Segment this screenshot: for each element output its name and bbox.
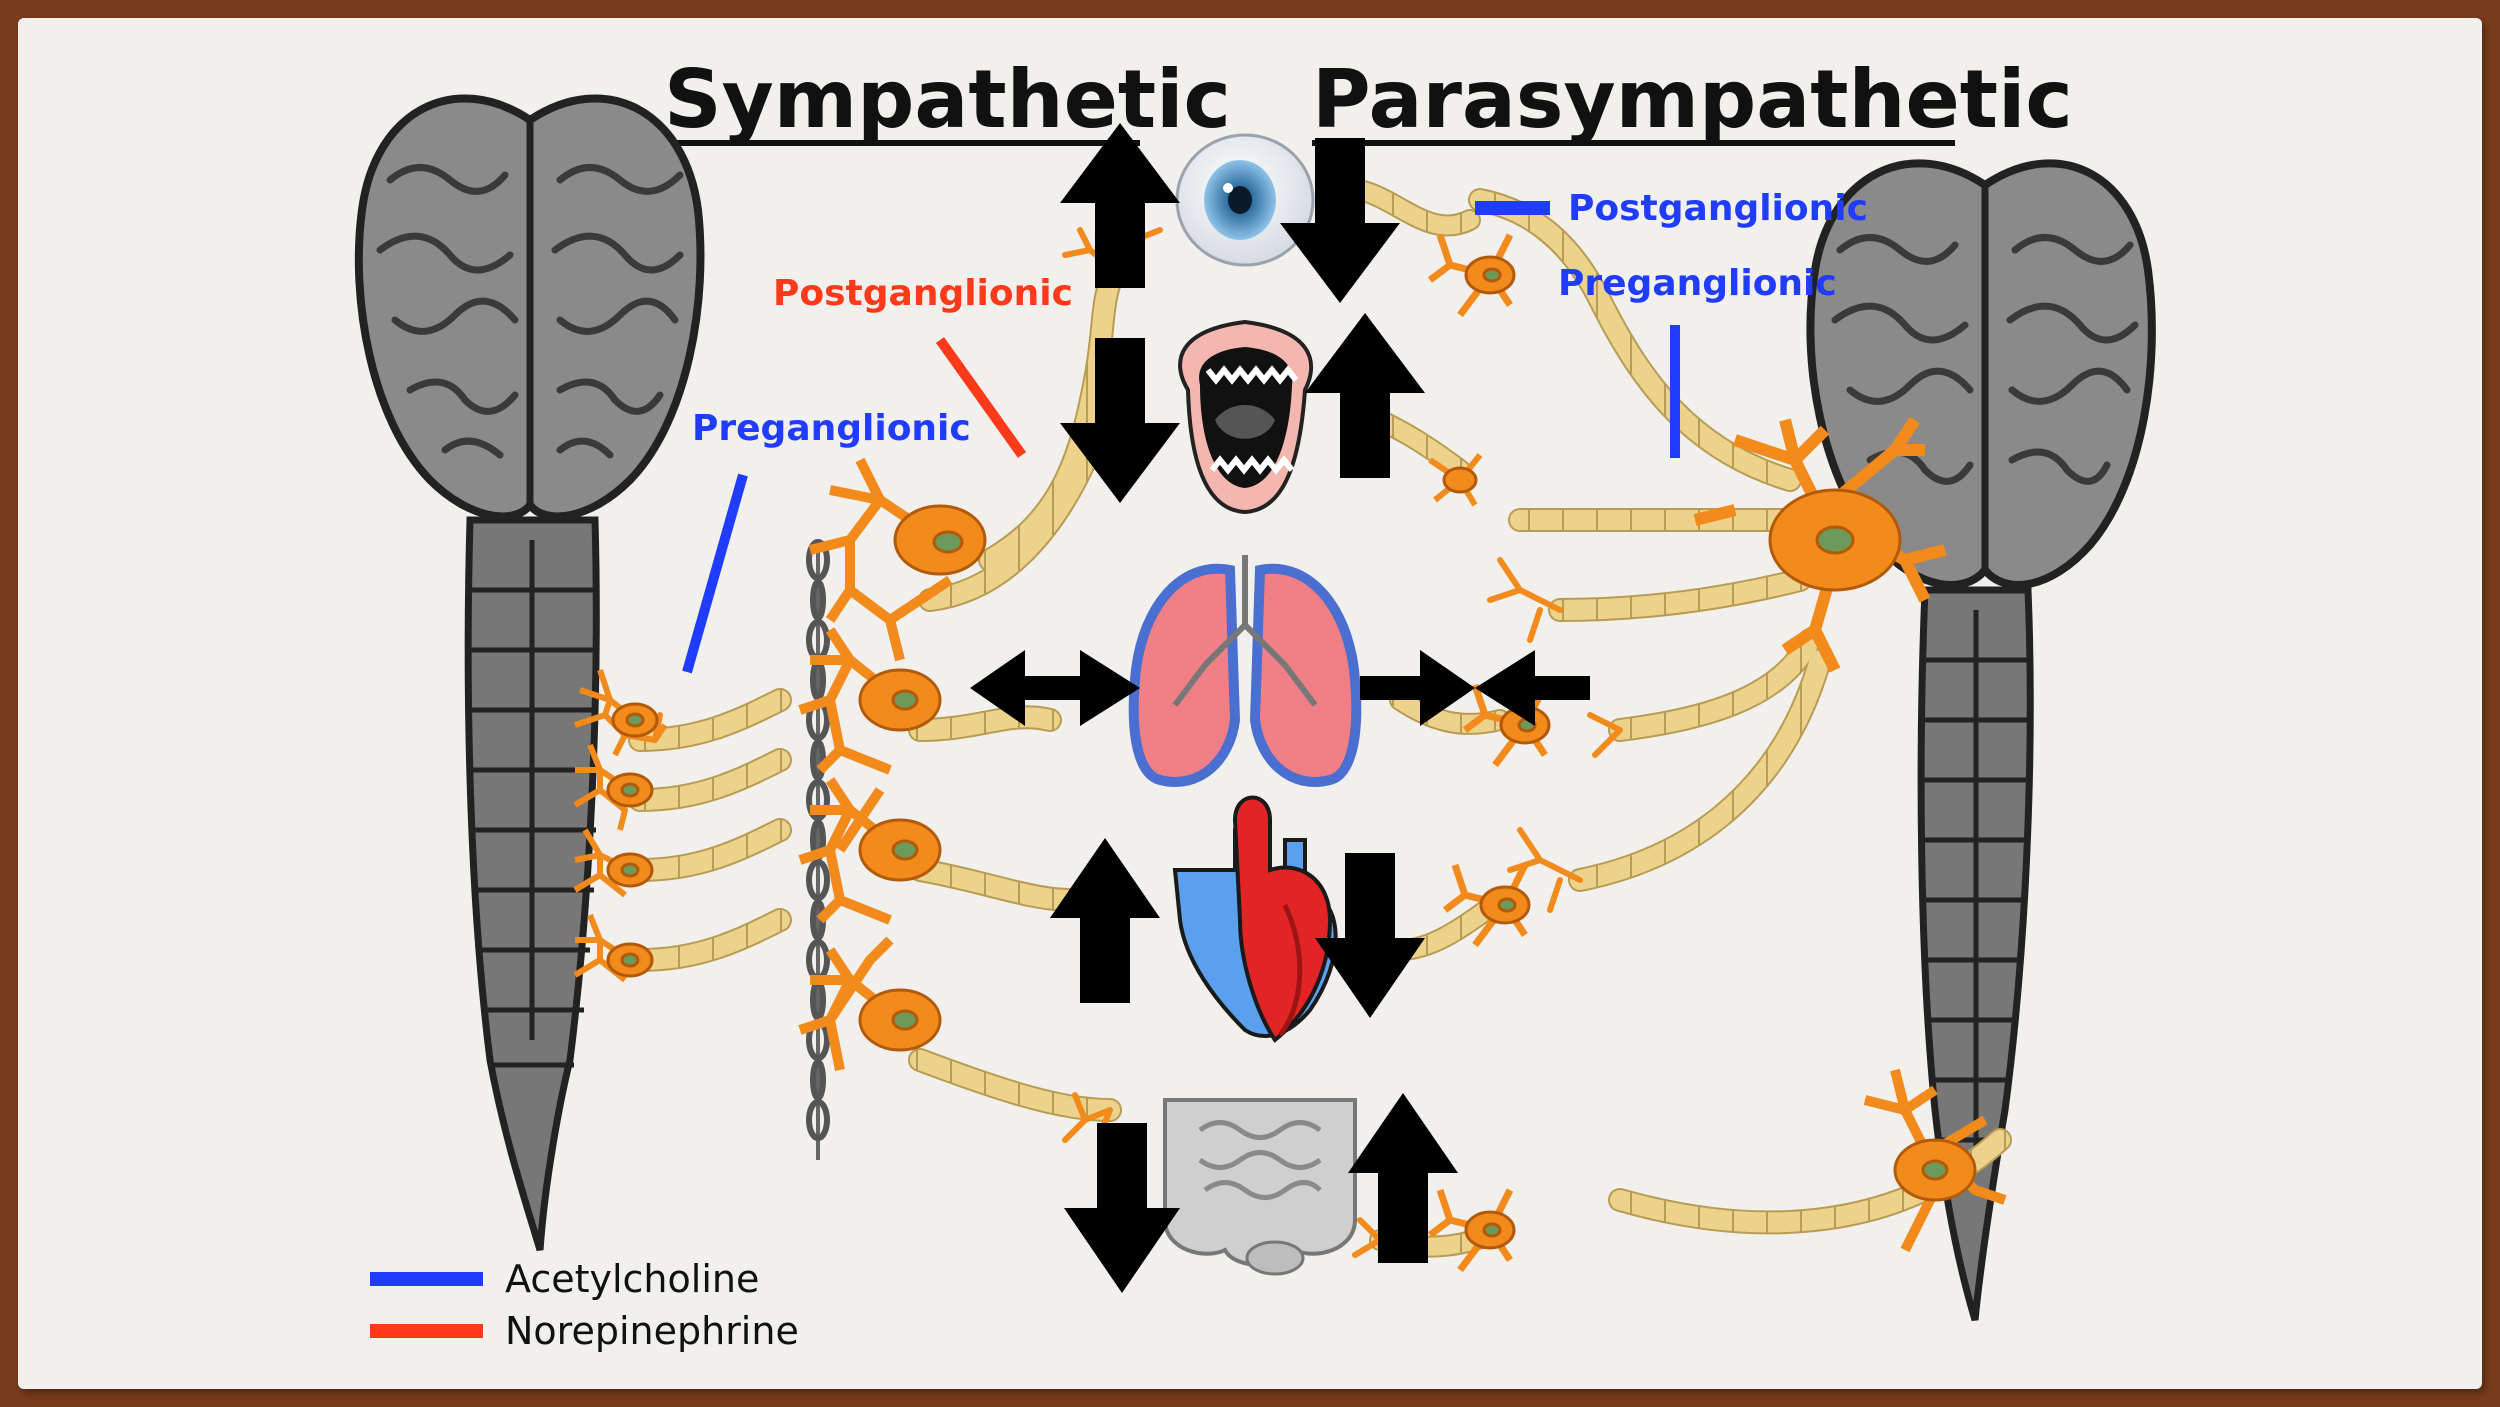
title-parasympathetic: Parasympathetic bbox=[1312, 53, 2073, 146]
neuron-para-ganglion-gut bbox=[1427, 1188, 1516, 1273]
para-heart-arrow-down bbox=[1315, 853, 1425, 1018]
neuron-symp-pre-1 bbox=[574, 669, 668, 757]
para-preganglionic-label: Preganglionic bbox=[1558, 263, 1837, 304]
symp-preganglionic-indicator-line bbox=[682, 473, 748, 674]
neuron-symp-pre-3 bbox=[573, 828, 654, 898]
symp-postganglionic-indicator-line bbox=[935, 337, 1027, 458]
para-lungs-arrow-inward bbox=[1360, 650, 1590, 726]
neuron-symp-pre-4 bbox=[573, 913, 654, 983]
right-brain-icon bbox=[1806, 159, 2156, 589]
symp-gut-arrow-down bbox=[1064, 1123, 1180, 1293]
symp-lungs-arrow-outward bbox=[970, 650, 1140, 726]
neuron-para-ganglion-eye bbox=[1427, 233, 1516, 318]
symp-heart-arrow-up bbox=[1050, 838, 1160, 1003]
para-eye-arrow-down bbox=[1280, 138, 1400, 303]
symp-preganglionic-label: Preganglionic bbox=[692, 408, 971, 449]
legend-norepinephrine-label: Norepinephrine bbox=[505, 1309, 799, 1353]
symp-eye-arrow-up bbox=[1060, 123, 1180, 288]
intestines-icon bbox=[1163, 1098, 1357, 1276]
neuron-para-ganglion-mouth bbox=[1428, 453, 1483, 507]
effect-arrows bbox=[970, 123, 1590, 1293]
symp-postganglionic-label: Postganglionic bbox=[773, 273, 1073, 314]
neuron-para-sacral bbox=[1863, 1068, 2007, 1253]
title-sympathetic: Sympathetic bbox=[664, 53, 1231, 146]
para-mouth-arrow-up bbox=[1305, 313, 1425, 478]
neuron-symp-ganglion-1 bbox=[808, 457, 987, 662]
heart-icon bbox=[1172, 795, 1338, 1043]
legend: Acetylcholine Norepinephrine bbox=[370, 1257, 799, 1353]
eye-icon bbox=[1175, 133, 1315, 267]
mouth-icon bbox=[1178, 319, 1314, 515]
neuron-symp-pre-2 bbox=[573, 743, 654, 831]
neuron-symp-ganglion-3 bbox=[798, 777, 942, 925]
neuron-symp-ganglion-2 bbox=[798, 627, 942, 775]
left-brain-icon bbox=[354, 94, 705, 521]
para-postganglionic-label: Postganglionic bbox=[1568, 188, 1868, 229]
neurons bbox=[573, 212, 2007, 1273]
neuron-para-cranial bbox=[1693, 416, 1947, 673]
axon-fibers bbox=[628, 179, 2012, 1258]
legend-acetylcholine-label: Acetylcholine bbox=[505, 1257, 759, 1301]
lungs-icon bbox=[1128, 555, 1362, 787]
neuron-para-ganglion-heart bbox=[1442, 863, 1531, 948]
neuron-symp-ganglion-4 bbox=[798, 936, 942, 1071]
symp-mouth-arrow-down bbox=[1060, 338, 1180, 503]
para-gut-arrow-up bbox=[1348, 1093, 1458, 1263]
